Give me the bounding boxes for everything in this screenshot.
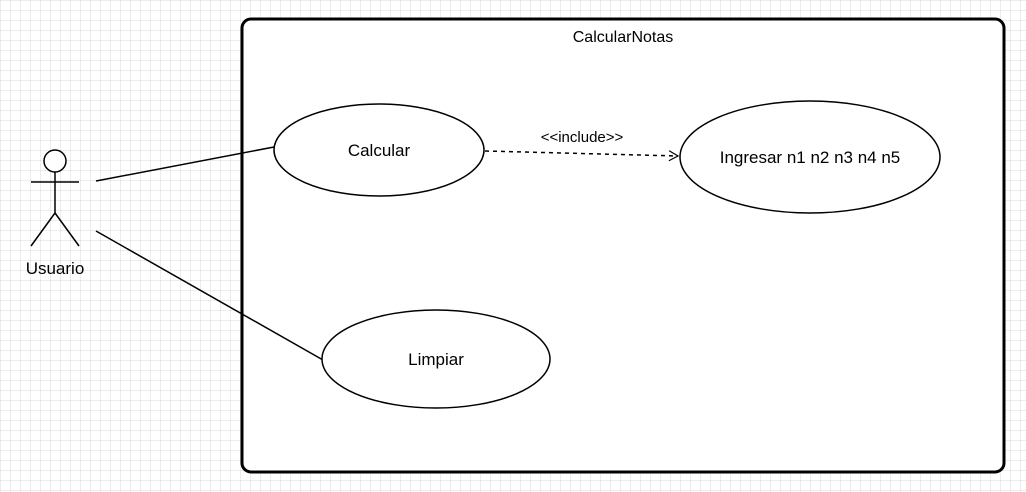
actor-left-leg (30, 212, 56, 247)
use-case-ingresar[interactable]: Ingresar n1 n2 n3 n4 n5 (679, 100, 941, 214)
use-case-calcular[interactable]: Calcular (273, 103, 485, 197)
actor-right-leg (54, 212, 80, 247)
association-usuario-limpiar[interactable] (95, 230, 324, 361)
use-case-calcular-label: Calcular (348, 141, 411, 160)
use-case-ingresar-label: Ingresar n1 n2 n3 n4 n5 (720, 148, 901, 167)
include-arrow[interactable] (484, 150, 680, 162)
actor-head (43, 149, 67, 173)
actor-usuario[interactable] (30, 149, 80, 247)
include-label: <<include>> (541, 129, 624, 146)
association-usuario-calcular[interactable] (95, 146, 275, 182)
system-title: CalcularNotas (573, 29, 673, 46)
use-case-limpiar-label: Limpiar (408, 350, 464, 369)
system-boundary[interactable] (240, 17, 1006, 474)
use-case-limpiar[interactable]: Limpiar (321, 309, 551, 409)
actor-label: Usuario (26, 259, 85, 278)
